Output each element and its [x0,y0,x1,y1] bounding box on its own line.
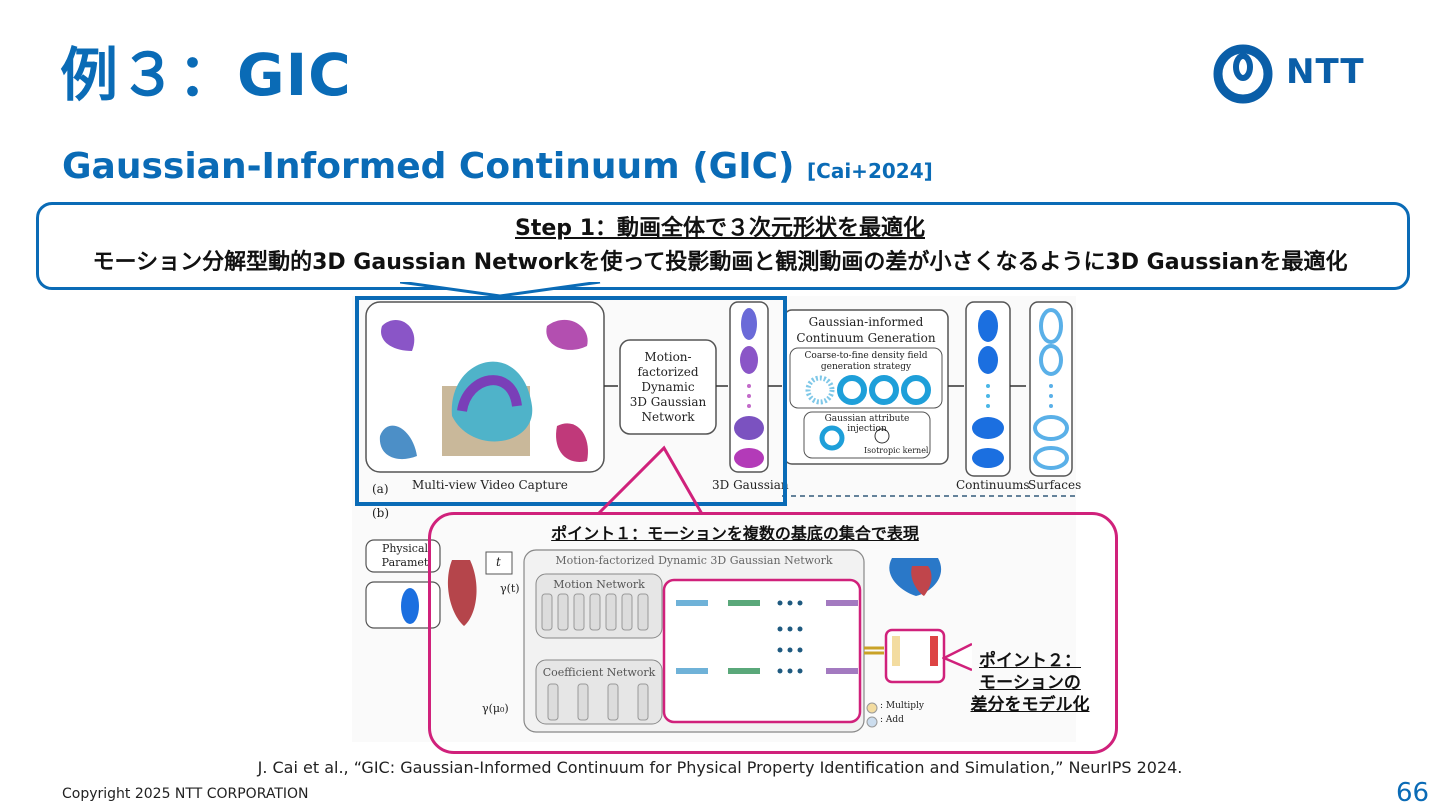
fig-motion-network-label: Motion Network [553,578,645,591]
fig-label-a: (a) [372,482,389,496]
step-body: モーション分解型動的3D Gaussian Networkを使って投影動画と観測… [92,250,1348,275]
fig-t-label: t [496,555,501,569]
gic-figure-diagram [365,301,1076,733]
fig-motion-net-label: Motion- factorized Dynamic 3D Gaussian N… [620,350,716,425]
fig-gamma-mu-label: γ(μ₀) [482,702,509,715]
fig-physical-label: Physical Paramet [368,542,442,570]
fig-motion-net-line5: Network [641,410,695,424]
subtitle-text: Gaussian-Informed Continuum (GIC) [62,146,795,187]
fig-add-label: : Add [880,715,904,725]
page-number: 66 [1396,778,1430,808]
fig-multiview-label: Multi-view Video Capture [412,478,568,492]
slide-title: 例３：GIC [60,41,352,109]
step-title: Step 1：動画全体で３次元形状を最適化 [515,216,925,241]
logo-text: NTT [1286,52,1365,92]
point2-text: ポイント２： モーションの 差分をモデル化 [962,650,1098,716]
subtitle-ref: [Cai+2024] [807,159,933,183]
fig-motion-net-line2: factorized [637,365,699,379]
fig-surfaces-label: Surfaces [1028,478,1082,492]
fig-gic-gen-label: Gaussian-informed Continuum Generation [784,314,948,346]
fig-gamma-t-label: γ(t) [500,582,520,595]
fig-motion-net-line1: Motion- [644,350,692,364]
fig-coarse-line1: Coarse-to-fine density field [804,351,928,361]
point2-line3: 差分をモデル化 [970,695,1090,715]
fig-gic-gen-line1: Gaussian-informed [808,315,924,329]
fig-coarse-line2: generation strategy [820,362,912,372]
reference-caption: J. Cai et al., “GIC: Gaussian-Informed C… [257,758,1183,777]
point-callout-pointer [596,445,704,516]
fig-mf-net-label: Motion-factorized Dynamic 3D Gaussian Ne… [555,554,833,567]
fig-gic-gen-line2: Continuum Generation [796,331,936,345]
fig-motion-net-line3: Dynamic [641,380,695,394]
fig-3dgaussian-label: 3D Gaussian [712,478,789,492]
point2-line2: モーションの [979,673,1081,693]
point-callout-box [428,512,1118,754]
figure-highlight-box [355,296,787,506]
fig-physical-line1: Physical [381,542,429,555]
fig-label-b: (b) [372,506,390,520]
fig-physical-line2: Paramet [381,556,429,569]
fig-multiply-label: : Multiply [880,701,925,711]
fig-attr-inj-label: Gaussian attribute injection [824,414,910,434]
ntt-logo-icon [1213,44,1273,104]
fig-motion-net-line4: 3D Gaussian [629,395,707,409]
gic-figure: (a) (b) Multi-view Video Capture Motion-… [352,296,1081,742]
point2-line1: ポイント２： [979,651,1081,671]
point2-pointer [942,642,972,672]
step-callout-box [36,202,1410,290]
fig-iso-label: Isotropic kernel [864,446,929,455]
fig-coarse-label: Coarse-to-fine density field generation … [790,351,942,373]
fig-continuums-label: Continuums [956,478,1030,492]
copyright: Copyright 2025 NTT CORPORATION [62,786,309,802]
point1-text: ポイント１：モーションを複数の基底の集合で表現 [551,524,919,543]
section-subtitle: Gaussian-Informed Continuum (GIC) [Cai+2… [62,146,933,187]
fig-coef-network-label: Coefficient Network [542,666,656,679]
